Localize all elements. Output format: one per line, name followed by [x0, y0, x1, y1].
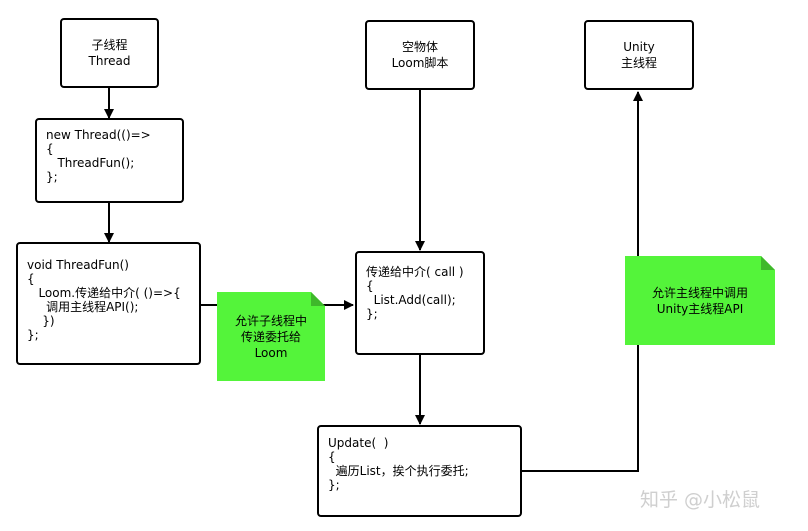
- note-allow-sub-line-2: 传递委托给: [240, 329, 301, 344]
- mediator-line-1: 传递给中介( call ): [366, 265, 464, 279]
- thread-fun-line-4: 调用主线程API();: [27, 300, 139, 314]
- note-allow-main-thread: 允许主线程中调用 Unity主线程API: [625, 256, 775, 345]
- update-node: Update( ) { 遍历List，挨个执行委托; };: [317, 425, 522, 517]
- mediator-line-2: {: [366, 279, 374, 293]
- loom-script-node: 空物体 Loom脚本: [365, 20, 475, 90]
- unity-main-thread-node: Unity 主线程: [584, 20, 694, 90]
- watermark: 知乎 @小松鼠: [640, 489, 761, 511]
- thread-fun-line-2: {: [27, 272, 35, 286]
- sub-thread-node: 子线程 Thread: [60, 18, 159, 88]
- thread-fun-line-1: void ThreadFun(): [27, 258, 129, 272]
- thread-fun-node: void ThreadFun() { Loom.传递给中介( ()=>{ 调用主…: [16, 242, 201, 365]
- note-allow-main-line-1: 允许主线程中调用: [651, 285, 748, 300]
- new-thread-line-4: };: [46, 170, 58, 184]
- thread-fun-line-6: };: [27, 328, 39, 342]
- note-allow-sub-thread: 允许子线程中 传递委托给 Loom: [217, 292, 325, 381]
- thread-fun-line-3: Loom.传递给中介( ()=>{: [27, 286, 181, 300]
- new-thread-line-1: new Thread(()=>: [46, 128, 151, 142]
- sub-thread-line-1: 子线程: [91, 38, 128, 52]
- note-allow-sub-line-3: Loom: [254, 345, 288, 360]
- mediator-line-3: List.Add(call);: [366, 293, 456, 307]
- new-thread-line-3: ThreadFun();: [46, 156, 135, 170]
- mediator-line-4: };: [366, 307, 378, 321]
- new-thread-line-2: {: [46, 142, 54, 156]
- sub-thread-line-2: Thread: [88, 54, 131, 68]
- unity-main-line-2: 主线程: [620, 56, 657, 70]
- mediator-node: 传递给中介( call ) { List.Add(call); };: [355, 251, 485, 355]
- loom-script-line-1: 空物体: [401, 40, 438, 54]
- new-thread-node: new Thread(()=> { ThreadFun(); };: [35, 118, 184, 203]
- loom-script-line-2: Loom脚本: [391, 56, 449, 70]
- update-line-4: };: [328, 478, 340, 492]
- arrow-update-to-unity: [522, 91, 643, 472]
- note-allow-sub-line-1: 允许子线程中: [234, 313, 307, 328]
- unity-main-line-1: Unity: [623, 40, 655, 54]
- note-allow-main-line-2: Unity主线程API: [656, 301, 744, 316]
- update-line-2: {: [328, 450, 336, 464]
- thread-fun-line-5: }): [27, 314, 55, 328]
- update-line-1: Update( ): [328, 436, 389, 450]
- update-line-3: 遍历List，挨个执行委托;: [328, 464, 469, 478]
